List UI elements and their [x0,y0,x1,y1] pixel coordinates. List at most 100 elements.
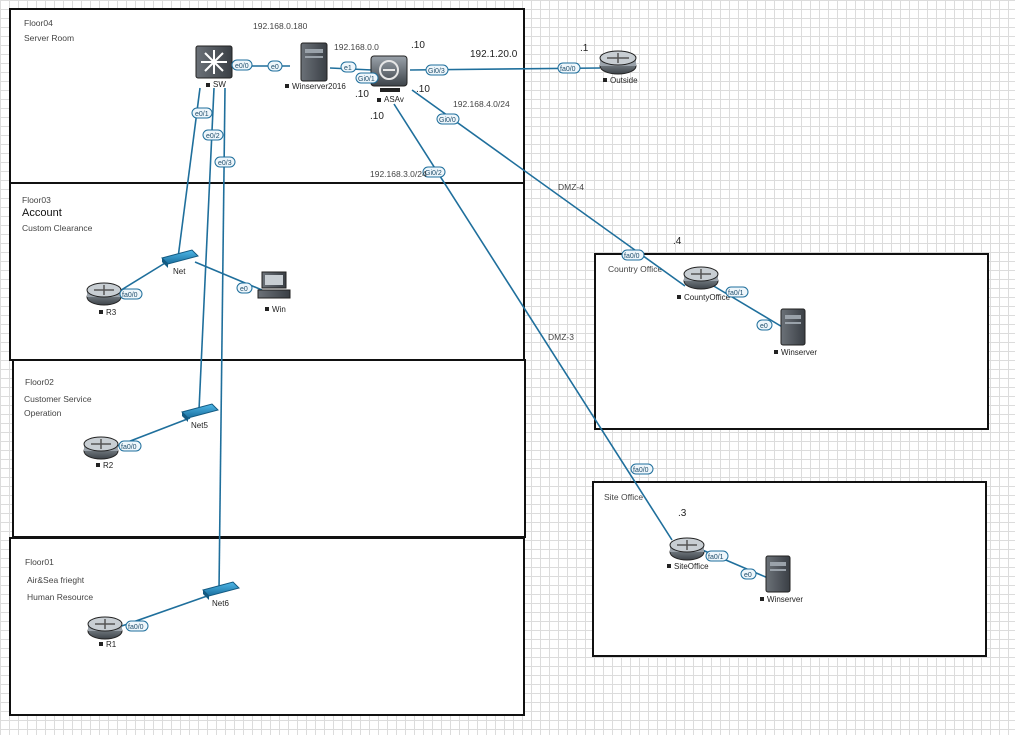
sw-label: SW [213,80,226,89]
floor04-desc: Server Room [24,33,74,43]
server-icon-winserver-country[interactable] [780,308,806,346]
hub-icon-net6[interactable] [202,581,240,600]
port-win-e0: e0 [236,282,253,294]
winserver-country-label: Winserver [781,348,817,357]
port-sw-e01: e0/1 [191,107,213,119]
net-label: Net [173,267,186,276]
asav-label: ASAv [384,95,404,104]
switch-icon-sw[interactable] [195,45,233,79]
svg-text:fa0/0: fa0/0 [121,444,137,451]
svg-text:fa0/0: fa0/0 [128,624,144,631]
router-icon-r3[interactable] [86,282,122,306]
zone-floor04 [9,8,525,184]
site-office-title: Site Office [604,492,643,502]
port-r3-fa00: fa0/0 [119,288,143,300]
svg-text:Gi0/3: Gi0/3 [428,68,445,75]
svg-text:Gi0/1: Gi0/1 [358,76,375,83]
net6-label: Net6 [212,599,229,608]
octet-4: .4 [673,236,682,247]
link-county-winserver [711,284,785,329]
port-outside-fa00: fa0/0 [557,62,581,74]
svg-text:Gi0/2: Gi0/2 [425,170,442,177]
r2-label: R2 [103,461,114,470]
svg-text:Gi0/0: Gi0/0 [439,117,456,124]
octet-10-low: .10 [370,111,384,122]
port-county-fa00: fa0/0 [621,249,645,261]
siteoffice-label: SiteOffice [674,562,709,571]
router-icon-r2[interactable] [83,436,119,460]
port-asav-gi00: Gi0/0 [436,113,460,125]
port-asav-gi02: Gi0/2 [422,166,446,178]
port-county-fa01: fa0/1 [725,286,749,298]
dmz4-label: DMZ-4 [558,182,584,192]
floor02-title: Floor02 [25,377,54,387]
net5-label: Net5 [191,421,208,430]
svg-text:e0/1: e0/1 [195,111,209,118]
svg-text:fa0/0: fa0/0 [560,66,576,73]
octet-10-right: .10 [416,84,430,95]
firewall-icon-asav[interactable] [370,55,408,92]
link-sw-net5 [198,87,215,411]
octet-3: .3 [678,508,687,519]
port-ws-country-e0: e0 [756,319,773,331]
svg-text:e0/2: e0/2 [206,133,220,140]
port-r2-fa00: fa0/0 [118,440,142,452]
svg-text:fa0/0: fa0/0 [624,253,640,260]
net-192-168-0-0: 192.168.0.0 [334,42,379,52]
router-icon-r1[interactable] [87,616,123,640]
outside-label: Outside [610,76,638,85]
router-icon-outside[interactable] [599,50,637,75]
svg-text:e0: e0 [240,286,248,293]
svg-text:fa0/0: fa0/0 [122,292,138,299]
floor03-desc: Custom Clearance [22,223,93,233]
winserver-site-label: Winserver [767,595,803,604]
floor01-desc2: Human Resource [27,592,93,602]
net-outside: 192.1.20.0 [470,49,518,60]
svg-text:e0: e0 [271,64,279,71]
svg-text:e0/3: e0/3 [218,160,232,167]
computer-icon-win[interactable] [257,271,291,299]
zone-floor01 [9,537,525,716]
server-icon-winserver-site[interactable] [765,555,791,593]
hub-icon-net[interactable] [161,249,199,268]
svg-text:e1: e1 [344,65,352,72]
port-asav-e1: e1 [340,61,357,73]
floor04-title: Floor04 [24,18,53,28]
r1-label: R1 [106,640,117,649]
port-asav-gi01: Gi0/1 [355,72,379,84]
port-site-fa01: fa0/1 [705,550,729,562]
svg-text:e0: e0 [760,323,768,330]
floor03-title: Floor03 [22,195,51,205]
server-icon-winserver2016[interactable] [300,42,328,82]
port-site-fa00: fa0/0 [630,463,654,475]
floor01-desc1: Air&Sea frieght [27,575,85,585]
floor01-title: Floor01 [25,557,54,567]
octet-10-left: .10 [355,89,369,100]
router-icon-countyoffice[interactable] [683,266,719,290]
svg-text:fa0/1: fa0/1 [728,290,744,297]
port-ws-site-e0: e0 [740,568,757,580]
net-192-168-3-0: 192.168.3.0/24 [370,169,427,179]
floor02-desc1: Customer Service [24,394,92,404]
r3-label: R3 [106,308,117,317]
octet-10-top: .10 [411,40,425,51]
country-office-title: Country Office [608,264,662,274]
floor02-desc2: Operation [24,408,62,418]
hub-icon-net5[interactable] [181,403,219,422]
ip-winserver2016: 192.168.0.180 [253,21,308,31]
port-ws2016-e0: e0 [267,60,283,72]
link-sw-net6 [218,87,226,591]
link-net-r3 [117,259,171,293]
svg-text:fa0/1: fa0/1 [708,554,724,561]
svg-text:e0: e0 [744,572,752,579]
router-icon-siteoffice[interactable] [669,537,705,561]
octet-1: .1 [580,43,589,54]
port-asav-gi03: Gi0/3 [425,64,449,76]
win-label: Win [272,305,286,314]
port-sw-e03: e0/3 [214,156,236,168]
svg-text:e0/0: e0/0 [235,63,249,70]
countyoffice-label: CountyOffice [684,293,731,302]
svg-text:fa0/0: fa0/0 [633,467,649,474]
floor03-desc-account: Account [22,207,62,219]
